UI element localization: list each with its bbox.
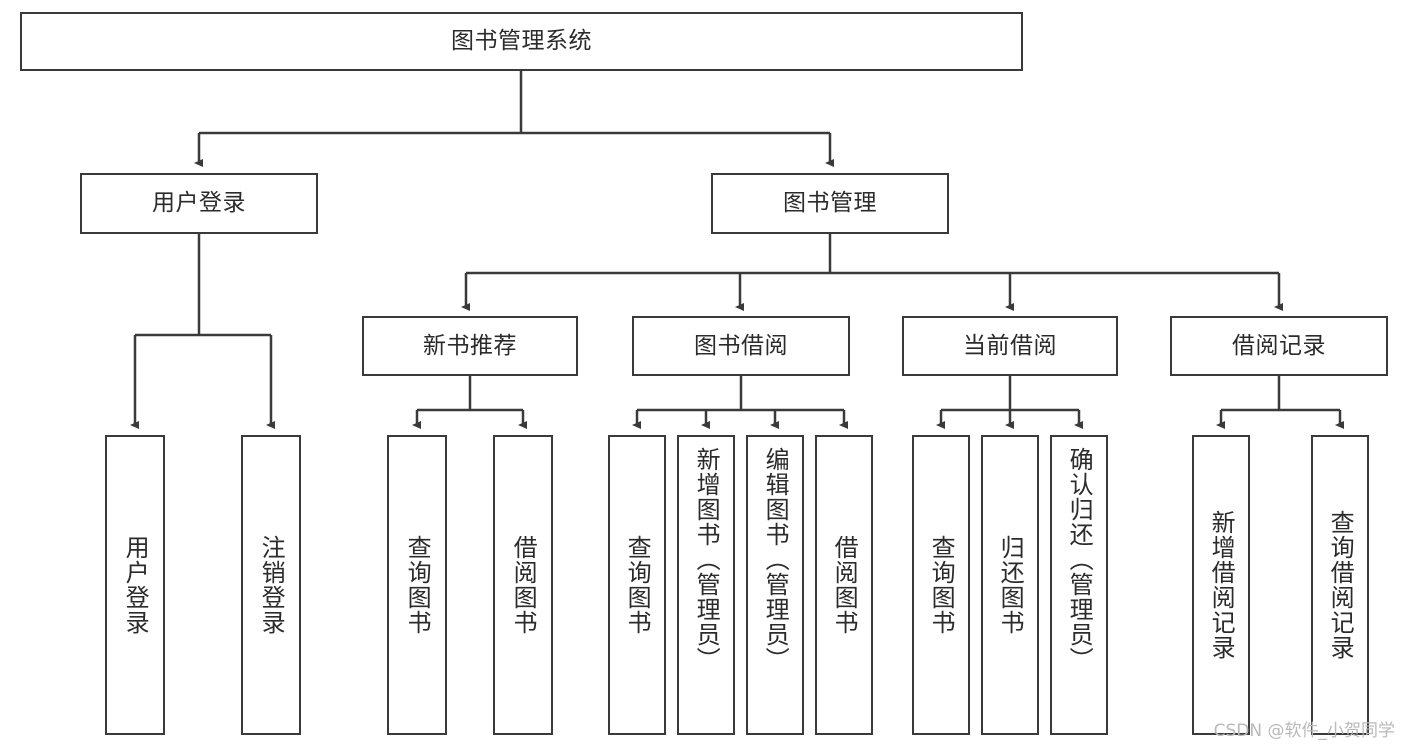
leaf-borrow-record-query[interactable]: 查询借阅记录 — [1311, 435, 1369, 735]
node-user-login[interactable]: 用户登录 — [80, 173, 318, 234]
node-label: 新增借阅记录 — [1207, 510, 1236, 660]
node-label: 借阅图书 — [509, 535, 538, 635]
node-label: 查询图书 — [403, 535, 432, 635]
node-label: 图书借阅 — [694, 332, 788, 359]
node-label: 当前借阅 — [963, 332, 1057, 359]
leaf-borrow-record-add[interactable]: 新增借阅记录 — [1192, 435, 1250, 735]
leaf-new-book-borrow[interactable]: 借阅图书 — [493, 435, 553, 735]
node-label: 图书管理系统 — [451, 28, 592, 55]
node-current-borrow[interactable]: 当前借阅 — [902, 316, 1118, 376]
node-label: 借阅图书 — [830, 535, 859, 635]
node-label: 用户登录 — [121, 535, 150, 635]
leaf-current-borrow-query[interactable]: 查询图书 — [912, 435, 970, 735]
leaf-new-book-query[interactable]: 查询图书 — [387, 435, 447, 735]
node-label: 图书管理 — [783, 190, 877, 217]
leaf-book-borrow-query[interactable]: 查询图书 — [608, 435, 666, 735]
node-label: 查询借阅记录 — [1326, 510, 1355, 660]
node-book-borrow[interactable]: 图书借阅 — [632, 316, 850, 376]
node-label: 用户登录 — [152, 190, 246, 217]
node-label: 查询图书 — [623, 535, 652, 635]
node-label: 编辑图书（管理员） — [761, 447, 790, 672]
watermark: CSDN @软件_小贺同学 — [1213, 721, 1395, 741]
node-label: 查询图书 — [927, 535, 956, 635]
node-label: 注销登录 — [257, 535, 286, 635]
leaf-user-login-login[interactable]: 用户登录 — [105, 435, 165, 735]
node-label: 新书推荐 — [423, 332, 517, 359]
leaf-book-borrow-lend[interactable]: 借阅图书 — [815, 435, 873, 735]
node-label: 归还图书 — [996, 535, 1025, 635]
leaf-current-borrow-confirm[interactable]: 确认归还（管理员） — [1050, 435, 1108, 735]
node-borrow-record[interactable]: 借阅记录 — [1170, 316, 1388, 376]
node-label: 新增图书（管理员） — [692, 447, 721, 672]
node-label: 借阅记录 — [1232, 332, 1326, 359]
leaf-user-login-logout[interactable]: 注销登录 — [241, 435, 301, 735]
node-label: 确认归还（管理员） — [1065, 447, 1094, 672]
node-new-book-recommend[interactable]: 新书推荐 — [362, 316, 578, 376]
node-root-system[interactable]: 图书管理系统 — [20, 12, 1023, 71]
node-book-management[interactable]: 图书管理 — [711, 173, 949, 234]
leaf-book-borrow-add[interactable]: 新增图书（管理员） — [677, 435, 735, 735]
leaf-book-borrow-edit[interactable]: 编辑图书（管理员） — [746, 435, 804, 735]
leaf-current-borrow-return[interactable]: 归还图书 — [981, 435, 1039, 735]
